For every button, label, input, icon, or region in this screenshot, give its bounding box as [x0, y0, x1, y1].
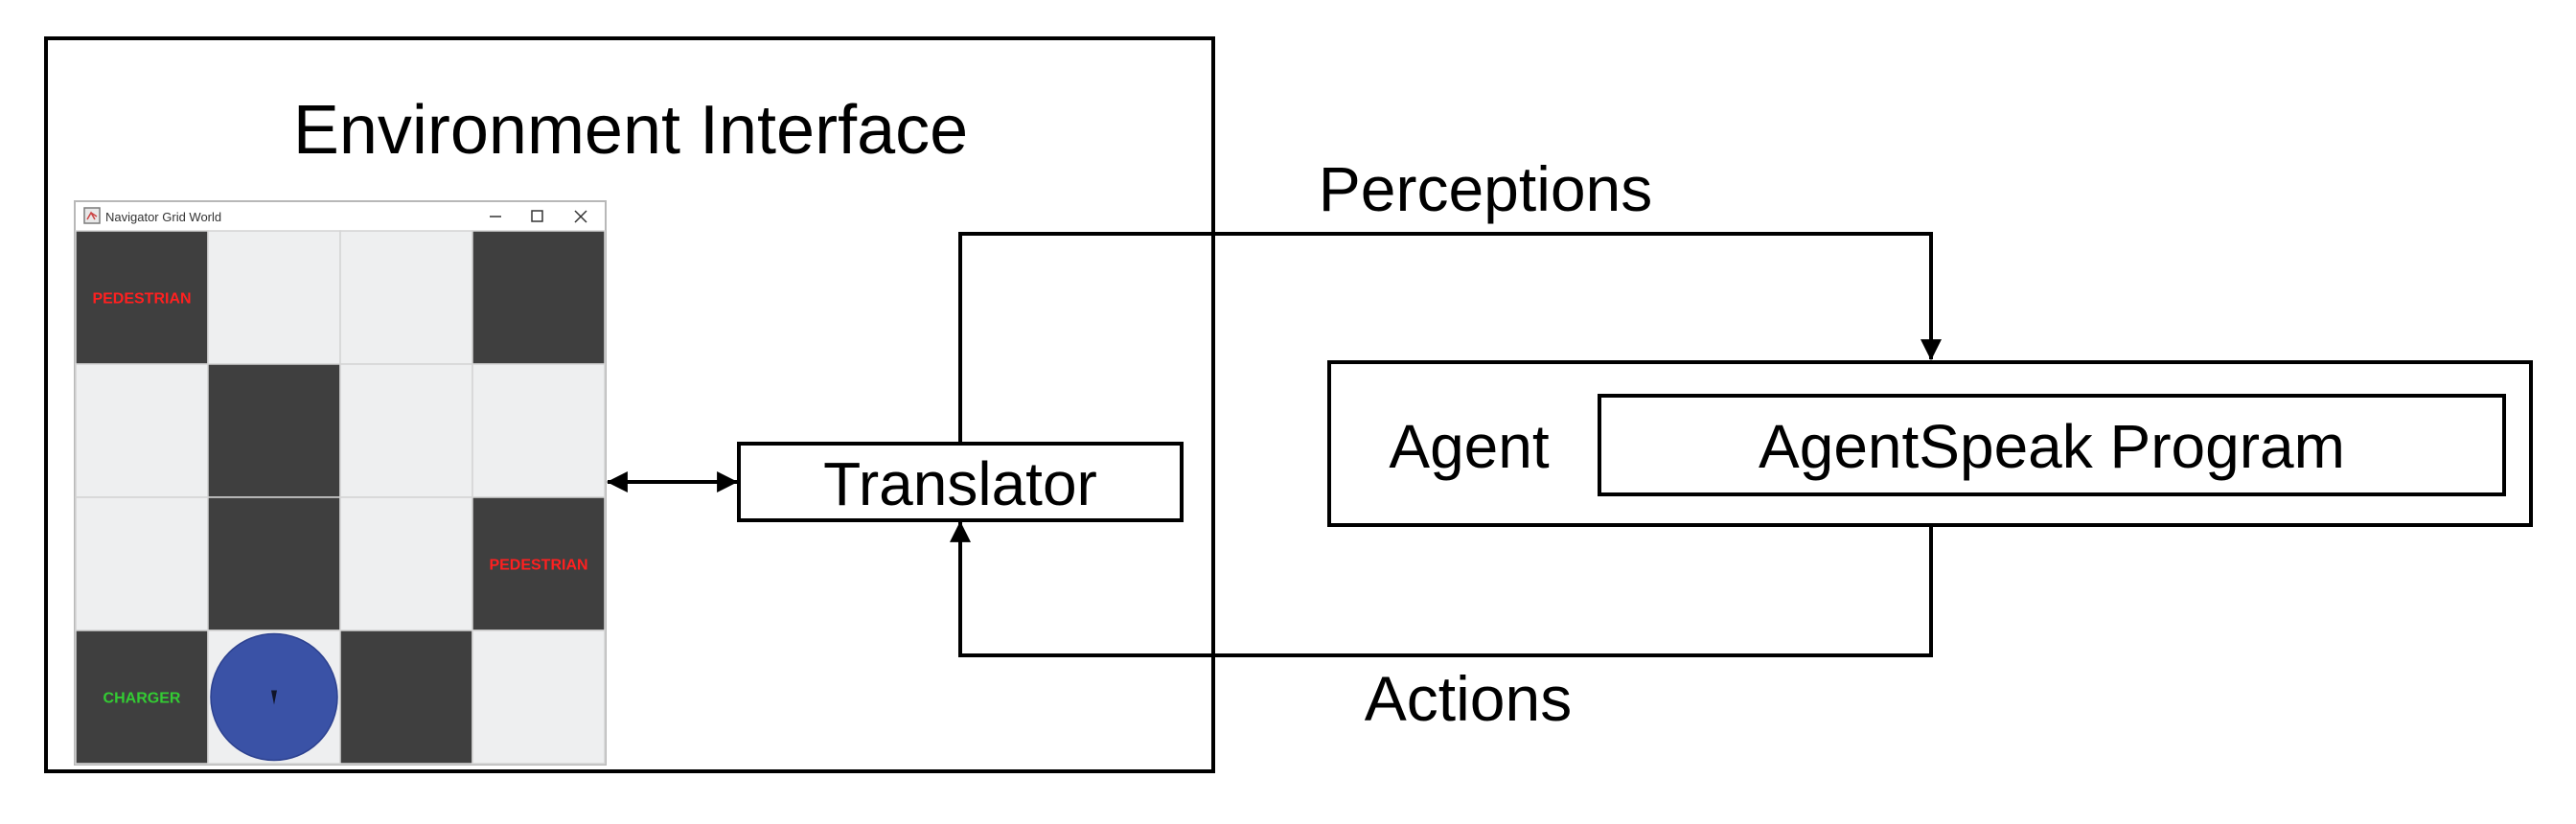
agentspeak-program-label: AgentSpeak Program: [1759, 412, 2345, 481]
environment-interface-box: [44, 36, 1215, 773]
grid-cell-label-pedestrian: PEDESTRIAN: [92, 291, 191, 308]
window-titlebar: [76, 202, 605, 231]
actions-flow: Actions: [950, 520, 1933, 734]
grid-cell-r0-c3: [472, 230, 606, 365]
environment-interface: Environment Interface: [44, 36, 1215, 773]
perceptions-label: Perceptions: [1319, 153, 1653, 224]
grid-cell-r2-c0: [75, 496, 209, 631]
minimize-icon[interactable]: [484, 204, 507, 229]
grid-cell-r3-c0: [75, 629, 209, 765]
close-icon[interactable]: [569, 204, 592, 229]
robot-heading-icon: [271, 690, 277, 705]
window-title: Navigator Grid World: [105, 210, 221, 224]
grid-cell-r0-c0: [75, 230, 209, 365]
grid-cell-r3-c2: [339, 629, 473, 765]
actions-arrow: [950, 520, 1933, 657]
grid-cell-r2-c1: [207, 496, 341, 631]
grid-cell-label-pedestrian: PEDESTRIAN: [489, 558, 587, 574]
grid-cell-r0-c1: [207, 230, 341, 365]
grid-cell-r1-c1: [207, 363, 341, 498]
grid-cell-r1-c2: [339, 363, 473, 498]
java-app-icon: [83, 207, 101, 224]
perceptions-arrow: [958, 232, 1942, 442]
agent-label: Agent: [1389, 412, 1549, 481]
translator: Translator: [737, 442, 1184, 522]
grid-cell-label-charger: CHARGER: [104, 691, 181, 707]
translator-box: [737, 442, 1184, 522]
grid-cell-r2-c3: [472, 496, 606, 631]
grid-world-window: Navigator Grid World PEDESTRIANPEDESTRIA…: [74, 200, 607, 766]
agent: Agent AgentSpeak Program: [1327, 360, 2533, 527]
grid-world: PEDESTRIAN PEDESTRIAN CHARGER: [75, 230, 606, 765]
actions-label: Actions: [1365, 663, 1572, 734]
agentspeak-program-box: [1598, 394, 2506, 496]
grid-cell-r1-c3: [472, 363, 606, 498]
grid-cell-r3-c3: [472, 629, 606, 765]
environment-interface-title: Environment Interface: [293, 92, 968, 169]
maximize-icon[interactable]: [525, 204, 548, 229]
grid-cell-r2-c2: [339, 496, 473, 631]
perceptions-flow: Perceptions: [958, 153, 1942, 442]
grid-cell-r1-c0: [75, 363, 209, 498]
translator-label: Translator: [823, 449, 1097, 518]
grid-cell-r0-c2: [339, 230, 473, 365]
